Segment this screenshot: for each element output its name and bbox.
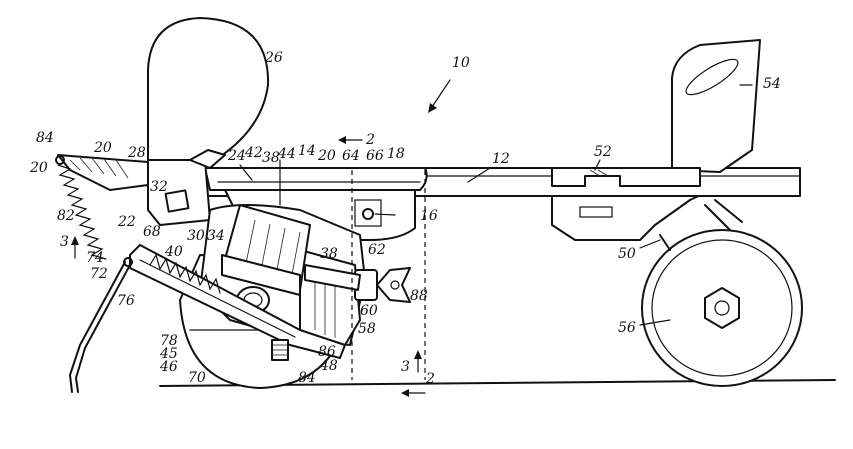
lever-spring (149, 253, 221, 294)
ref-46: 46 (159, 359, 178, 375)
axle-nut (704, 287, 740, 329)
ref-45: 45 (159, 346, 178, 362)
ref-10: 10 (452, 55, 470, 71)
ref-54: 54 (763, 76, 781, 92)
ref-72: 72 (90, 266, 108, 282)
ref-56: 56 (618, 320, 636, 336)
ref-78: 78 (160, 333, 178, 349)
ref-76: 76 (117, 293, 135, 309)
ref-48: 48 (319, 358, 338, 374)
ref-34: 34 (207, 228, 225, 244)
wing-nut (354, 267, 411, 303)
ref-26: 26 (264, 50, 283, 66)
ref-22: 22 (117, 214, 136, 230)
ref-52: 52 (594, 144, 612, 160)
ref-20-strap: 20 (93, 140, 112, 156)
heel-clip (551, 167, 701, 187)
ref-28: 28 (127, 145, 146, 161)
section-arrow-2-top (338, 136, 363, 144)
ref-66: 66 (366, 148, 384, 164)
heel-strap-slot (685, 58, 739, 96)
slot (579, 206, 613, 218)
ref-64: 64 (342, 148, 360, 164)
ref-16: 16 (420, 208, 438, 224)
ref-14: 14 (298, 143, 316, 159)
ref-18: 18 (387, 146, 405, 162)
section-arrow-3-bottom (414, 350, 422, 373)
heel-cup (671, 39, 761, 173)
ref-86: 86 (318, 344, 336, 360)
toe-cap (147, 17, 270, 177)
return-spring (57, 164, 107, 260)
ref-12: 12 (492, 151, 510, 167)
ref-24: 24 (227, 148, 246, 164)
ref-50: 50 (618, 246, 636, 262)
ref-38-top: 38 (262, 150, 280, 166)
ref-68: 68 (143, 224, 161, 240)
ref-62: 62 (368, 242, 386, 258)
ref-30: 30 (187, 228, 205, 244)
ref-74: 74 (86, 250, 104, 266)
rear-wheel (641, 229, 803, 387)
ref-3-left: 3 (60, 234, 69, 250)
ref-2-top: 2 (365, 132, 375, 148)
strap-eye (55, 155, 65, 165)
ref-44: 44 (277, 146, 296, 162)
ref-32: 32 (150, 179, 168, 195)
pivot-pin (362, 208, 374, 220)
section-arrow-2-bottom (401, 389, 426, 397)
ref-58: 58 (358, 321, 376, 337)
ref-38-mid: 38 (320, 246, 338, 262)
ref-70: 70 (188, 370, 206, 386)
ref-88: 88 (410, 288, 428, 304)
ref-82: 82 (57, 208, 75, 224)
toe-plate (204, 167, 428, 191)
threaded-bolt (304, 264, 361, 291)
ref-84-top: 84 (36, 130, 54, 146)
rod-pivot (123, 257, 133, 267)
clamp-nut (164, 189, 190, 213)
ref-2-bottom: 2 (425, 371, 435, 387)
ref-40: 40 (164, 244, 183, 260)
ref-20-left: 20 (29, 160, 48, 176)
ref-60: 60 (360, 303, 378, 319)
ref-84-bottom: 84 (298, 370, 316, 386)
section-arrow-3-left (71, 236, 79, 259)
ref-20-plate: 20 (317, 148, 336, 164)
stop-rod (69, 261, 126, 393)
ref-3-bottom: 3 (401, 359, 410, 375)
ref-42: 42 (244, 145, 263, 161)
leader-arrow-10 (428, 79, 451, 113)
